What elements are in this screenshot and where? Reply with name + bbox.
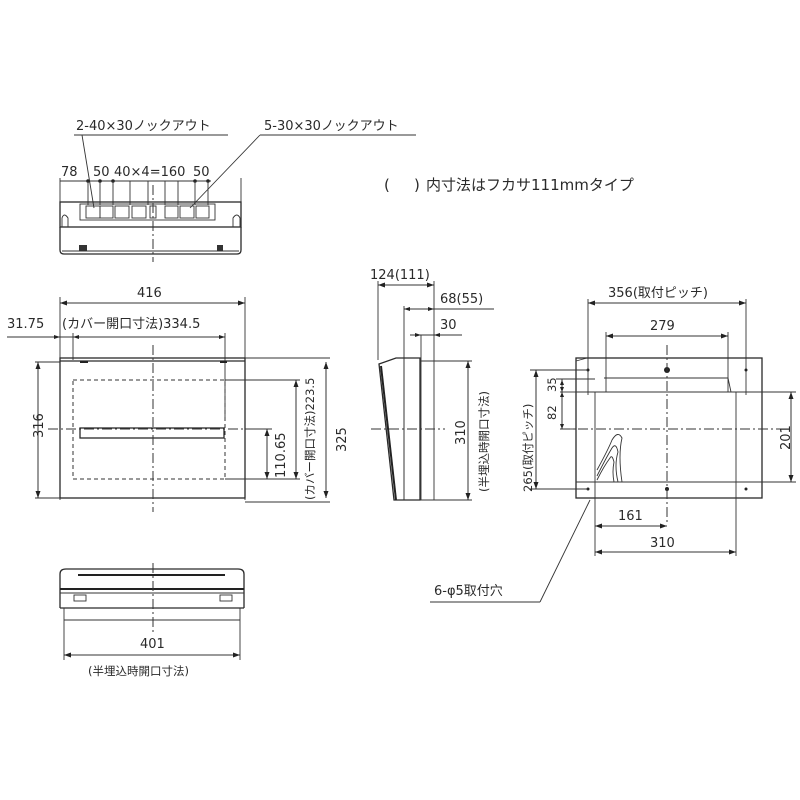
dim-depth-mid: 68(55) (440, 292, 483, 307)
dim-height-left: 316 (32, 413, 47, 438)
dim-depth-small: 30 (440, 318, 457, 333)
dim-50-right: 50 (193, 165, 210, 180)
dim-161: 161 (618, 509, 643, 524)
dim-inner-height: 110.65 (274, 433, 289, 479)
note-open-paren: ( (384, 176, 390, 194)
dim-depth-total: 124(111) (370, 268, 430, 283)
bottom-caption: (半埋込時開口寸法) (88, 664, 189, 678)
dim-offset: 31.75 (7, 317, 44, 332)
dim-35: 35 (545, 377, 559, 392)
knockout-a-leader (81, 134, 95, 209)
side-view: 124(111) 68(55) 30 310 (半埋込時開口寸法) (370, 268, 494, 501)
dim-side-height: 310 (454, 420, 469, 445)
dim-cover-opening-vertical: (カバー開口寸法)223.5 (303, 378, 317, 500)
dim-width-bottom: 310 (650, 536, 675, 551)
knockout-b-leader (189, 134, 261, 209)
dim-50-left: 50 (93, 165, 110, 180)
dim-mount-pitch-h: 356(取付ピッチ) (608, 286, 708, 301)
side-height-caption: (半埋込時開口寸法) (477, 391, 491, 492)
dim-cover-opening: (カバー開口寸法)334.5 (62, 317, 200, 332)
dim-78: 78 (61, 165, 78, 180)
dim-mount-pitch-v: 265(取付ピッチ) (521, 404, 535, 492)
dim-height-right: 201 (779, 425, 794, 450)
knockout-b-label: 5-30×30ノックアウト (264, 119, 399, 134)
depth-note: ( ) 内寸法はフカサ111mmタイプ (384, 176, 634, 194)
dim-width-total: 416 (137, 286, 162, 301)
note-close-paren: ) (414, 176, 420, 194)
knockout-a-label: 2-40×30ノックアウト (76, 119, 211, 134)
holes-label: 6-φ5取付穴 (434, 584, 503, 599)
dim-inner-width: 279 (650, 319, 675, 334)
top-view: 2-40×30ノックアウト 5-30×30ノックアウト 78 50 40×4=1… (59, 119, 416, 262)
bottom-view: 401 (半埋込時開口寸法) (59, 563, 245, 678)
rear-view: 356(取付ピッチ) 279 (430, 286, 796, 603)
dim-height-right: 325 (335, 427, 350, 452)
note-text: 内寸法はフカサ111mmタイプ (426, 176, 634, 194)
front-view: 416 31.75 (カバー開口寸法)334.5 316 (7, 286, 350, 512)
dim-82: 82 (545, 405, 559, 420)
dim-bottom-width: 401 (140, 637, 165, 652)
dim-pitch: 40×4=160 (114, 165, 185, 180)
